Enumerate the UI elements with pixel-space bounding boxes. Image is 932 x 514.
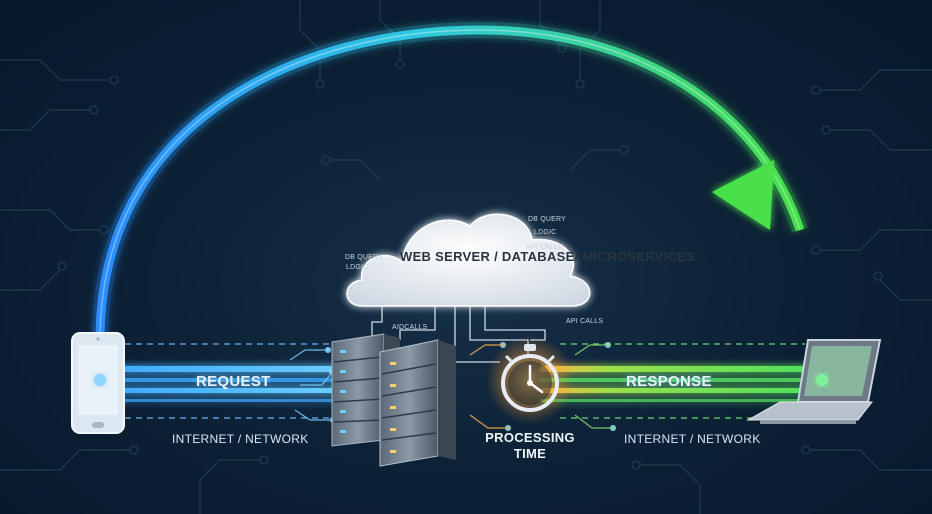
arrow-head [712,160,774,230]
request-beam [100,366,360,402]
smartphone-icon [71,332,125,434]
server-rack-icon [331,333,456,467]
processing-time-label: PROCESSING TIME [485,430,575,461]
data-circuits [289,341,617,432]
request-label: REQUEST [196,373,271,390]
cloud-label: WEB SERVER / DATABASE/ MICROSERVICES [400,249,696,264]
network-dashes [125,343,805,419]
logic-label-left: LDGIC [346,264,369,271]
response-label: RESPONSE [626,373,712,390]
network-label-right: INTERNET / NETWORK [624,432,761,446]
api-calls-label-top: API CALLS [526,244,564,251]
response-beam [540,366,825,402]
api-calls-label-right: API CALLS [566,318,604,325]
network-label-left: INTERNET / NETWORK [172,432,309,446]
stopwatch-icon [486,336,574,424]
logic-label-right: LDGIC [534,229,557,236]
db-query-label-right: DB QUERY [528,216,567,223]
api-calls-label-left: AIDCALLS [392,324,428,331]
db-query-label-left: DB QUERY [345,254,384,261]
round-trip-arc [92,21,808,341]
cloud-icon [346,213,591,307]
